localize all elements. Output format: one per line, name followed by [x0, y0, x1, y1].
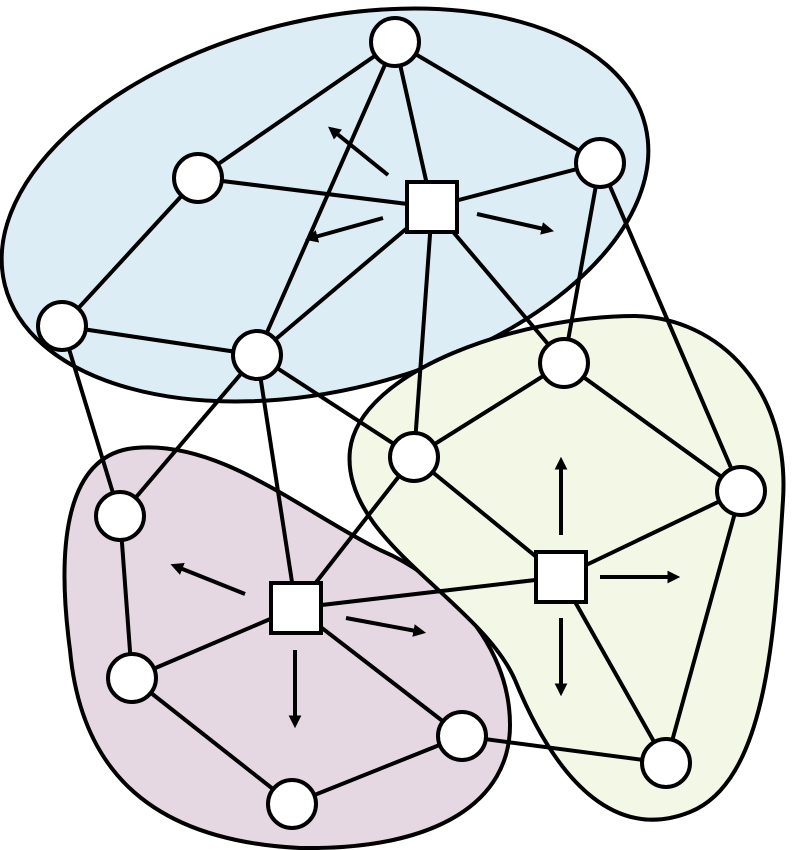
edge [294, 575, 563, 610]
edge [130, 676, 294, 806]
node-circle [369, 16, 421, 68]
edge [294, 606, 464, 738]
edge [393, 40, 602, 165]
node-layer [36, 16, 767, 830]
edge [60, 324, 122, 518]
edge [598, 161, 743, 493]
node-circle [538, 337, 590, 389]
edge [559, 489, 743, 579]
edge [255, 40, 397, 357]
arrow-layer [170, 126, 681, 729]
arrow-icon [328, 126, 390, 177]
edge [60, 176, 200, 328]
edge [664, 489, 743, 765]
edge [255, 205, 434, 357]
edge-layer [60, 40, 743, 806]
node-circle [106, 652, 158, 704]
node-circle [436, 710, 488, 762]
arrow-icon [170, 563, 246, 596]
edge [460, 734, 668, 765]
edge [255, 353, 298, 610]
arrow-icon [476, 212, 554, 235]
edge [290, 734, 464, 806]
edge [118, 514, 134, 680]
node-circle [94, 490, 146, 542]
node-circle [388, 431, 440, 483]
edge [559, 575, 668, 765]
node-circle [172, 152, 224, 204]
edge [412, 205, 434, 459]
node-circle [266, 778, 318, 830]
edge [130, 606, 298, 680]
edge [562, 361, 743, 493]
cluster-purple [62, 445, 513, 850]
edge [196, 40, 397, 180]
edge [118, 353, 259, 518]
edge [430, 161, 602, 209]
edge [412, 361, 566, 459]
node-circle [574, 137, 626, 189]
hub-square [269, 581, 323, 635]
node-circle [231, 329, 283, 381]
edge [255, 353, 416, 459]
edge [60, 324, 259, 357]
arrow-icon [305, 216, 384, 243]
node-circle [715, 465, 767, 517]
node-circle [640, 737, 692, 789]
hub-square [534, 550, 588, 604]
node-circle [36, 300, 88, 352]
edge [393, 40, 434, 209]
hub-square [405, 180, 459, 234]
edge [196, 176, 434, 209]
edge [562, 161, 602, 365]
arrow-icon [345, 616, 427, 637]
